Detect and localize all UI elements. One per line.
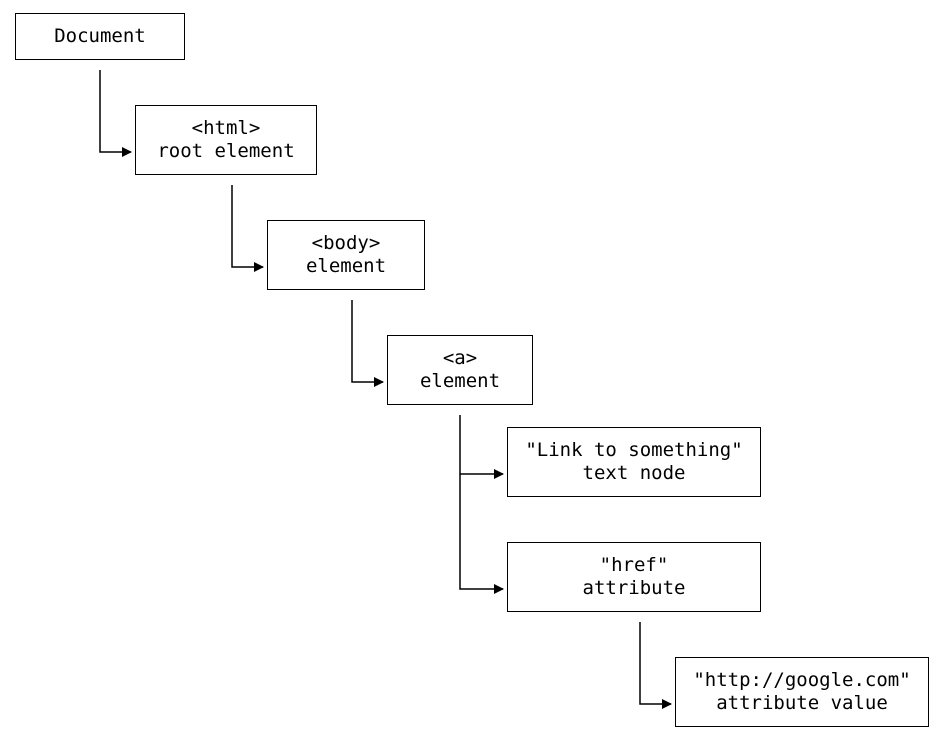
document-node: Document — [15, 13, 185, 60]
text-node-type: text node — [582, 462, 686, 484]
text-node-content: "Link to something" — [525, 439, 743, 461]
href-attribute-type: attribute — [582, 577, 686, 599]
attribute-value-type: attribute value — [716, 692, 888, 714]
body-node-type: element — [305, 255, 387, 277]
attribute-value-content: "http://google.com" — [693, 669, 911, 691]
connector-a-href — [459, 474, 504, 594]
href-attribute-node: "href" attribute — [507, 542, 761, 612]
connector-document-html — [99, 70, 132, 157]
href-attribute-name: "href" — [599, 554, 669, 576]
body-node: <body> element — [267, 220, 425, 290]
html-node: <html> root element — [135, 105, 317, 175]
connector-body-a — [351, 300, 384, 387]
attribute-value-node: "http://google.com" attribute value — [675, 657, 929, 727]
connector-html-body — [231, 185, 264, 272]
document-node-label: Document — [54, 25, 146, 47]
text-node: "Link to something" text node — [507, 427, 761, 497]
connector-a-text — [459, 415, 504, 479]
body-node-tag: <body> — [311, 232, 381, 254]
html-node-type: root element — [157, 140, 295, 162]
a-node: <a> element — [387, 335, 533, 405]
html-node-tag: <html> — [191, 117, 261, 139]
connector-href-value — [639, 622, 672, 709]
a-node-type: element — [419, 370, 501, 392]
a-node-tag: <a> — [442, 347, 478, 369]
